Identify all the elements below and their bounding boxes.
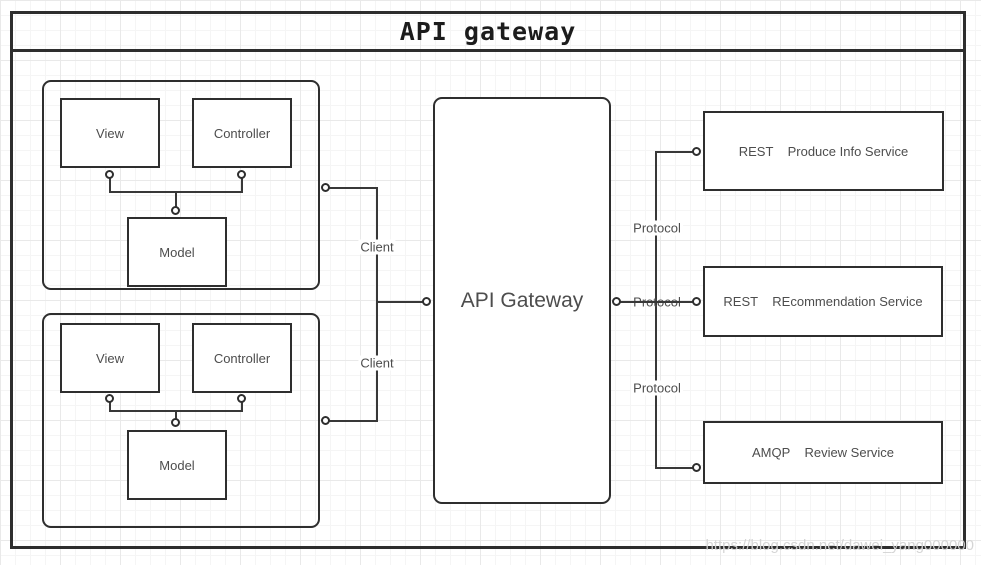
connector-line bbox=[329, 420, 377, 422]
connector-line bbox=[241, 402, 243, 412]
view-label-1: View bbox=[96, 125, 124, 141]
model-label-1: Model bbox=[159, 244, 195, 260]
diagram-title: API gateway bbox=[399, 17, 577, 46]
connector-line bbox=[175, 191, 177, 208]
edge-label-protocol-1: Protocol bbox=[631, 220, 683, 236]
connection-port bbox=[692, 297, 701, 306]
controller-label-2: Controller bbox=[213, 350, 271, 366]
model-node-2: Model bbox=[127, 430, 227, 500]
edge-label-client-1: Client bbox=[358, 239, 396, 255]
connector-line bbox=[656, 151, 694, 153]
connector-line bbox=[655, 151, 657, 469]
service-label: AMQP Review Service bbox=[751, 445, 895, 460]
controller-node-2: Controller bbox=[192, 323, 292, 393]
connector-line bbox=[109, 177, 111, 193]
connector-line bbox=[329, 187, 377, 189]
controller-label-1: Controller bbox=[213, 125, 271, 141]
connection-port bbox=[612, 297, 621, 306]
view-node-1: View bbox=[60, 98, 160, 168]
connector-line bbox=[377, 301, 423, 303]
edge-label-client-2: Client bbox=[358, 355, 396, 371]
connection-port bbox=[171, 418, 180, 427]
connector-line bbox=[109, 402, 111, 412]
connector-line bbox=[656, 467, 694, 469]
api-gateway-node: API Gateway bbox=[433, 97, 611, 504]
connection-port bbox=[171, 206, 180, 215]
connection-port bbox=[237, 394, 246, 403]
connection-port bbox=[422, 297, 431, 306]
connection-port bbox=[237, 170, 246, 179]
mvc-group-2 bbox=[42, 313, 320, 528]
service-node-produce-info: REST Produce Info Service bbox=[703, 111, 944, 191]
model-label-2: Model bbox=[159, 457, 195, 473]
watermark-url: https://blog.csdn.net/dawei_yang000000 bbox=[705, 537, 974, 554]
connection-port bbox=[321, 416, 330, 425]
edge-label-protocol-3: Protocol bbox=[631, 380, 683, 396]
connector-line bbox=[175, 410, 177, 420]
connector-line bbox=[620, 301, 694, 303]
title-bar: API gateway bbox=[10, 11, 966, 52]
service-node-review: AMQP Review Service bbox=[703, 421, 943, 484]
connector-line bbox=[376, 187, 378, 422]
api-gateway-label: API Gateway bbox=[460, 288, 584, 312]
service-node-recommendation: REST REcommendation Service bbox=[703, 266, 943, 337]
connection-port bbox=[692, 147, 701, 156]
connection-port bbox=[321, 183, 330, 192]
model-node-1: Model bbox=[127, 217, 227, 287]
connector-line bbox=[241, 177, 243, 193]
mvc-group-1 bbox=[42, 80, 320, 290]
controller-node-1: Controller bbox=[192, 98, 292, 168]
connection-port bbox=[105, 170, 114, 179]
service-label: REST REcommendation Service bbox=[723, 294, 923, 309]
connection-port bbox=[105, 394, 114, 403]
service-label: REST Produce Info Service bbox=[738, 143, 909, 159]
connection-port bbox=[692, 463, 701, 472]
view-label-2: View bbox=[96, 350, 124, 366]
view-node-2: View bbox=[60, 323, 160, 393]
